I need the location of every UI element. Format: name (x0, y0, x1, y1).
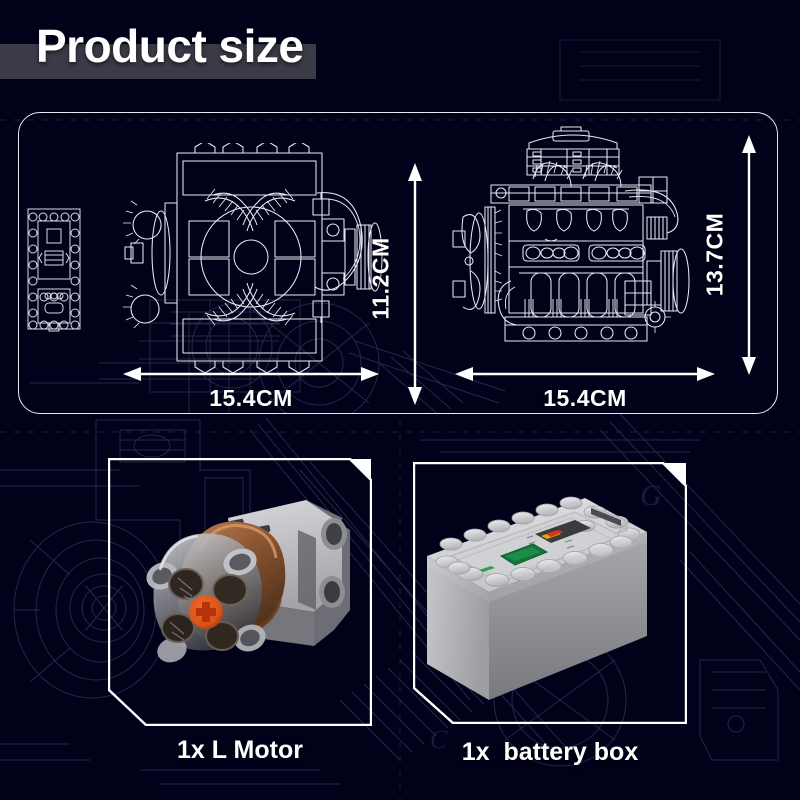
battery-box-panel: 1x battery box (413, 462, 687, 766)
dimension-arrow-right-height (737, 131, 761, 379)
l-motor-frame (108, 458, 372, 726)
title-band (0, 44, 316, 79)
dimension-arrow-left-height (403, 159, 427, 409)
battery-box-caption: 1x battery box (461, 738, 639, 766)
battery-box-image (415, 464, 685, 722)
battery-box-frame (413, 462, 687, 724)
engine-front-view-drawing (449, 121, 719, 371)
dimension-label-left-width: 15.4CM (209, 385, 293, 411)
page-title: Product size (36, 20, 304, 72)
dimension-label-left-height: 11.2CM (367, 237, 394, 320)
dimension-label-right-width: 15.4CM (543, 385, 627, 411)
size-panel: 11.2CM 15.4CM (18, 112, 778, 414)
l-motor-panel: 1x L Motor (108, 458, 372, 764)
l-motor-image (110, 460, 370, 724)
engine-top-view-drawing (117, 143, 383, 373)
battery-box-outline-drawing (19, 205, 89, 335)
dimension-label-right-height: 13.7CM (701, 212, 728, 297)
dimension-arrow-left-width (119, 363, 383, 385)
l-motor-caption: 1x L Motor (177, 736, 303, 764)
dimension-arrow-right-width (451, 363, 719, 385)
